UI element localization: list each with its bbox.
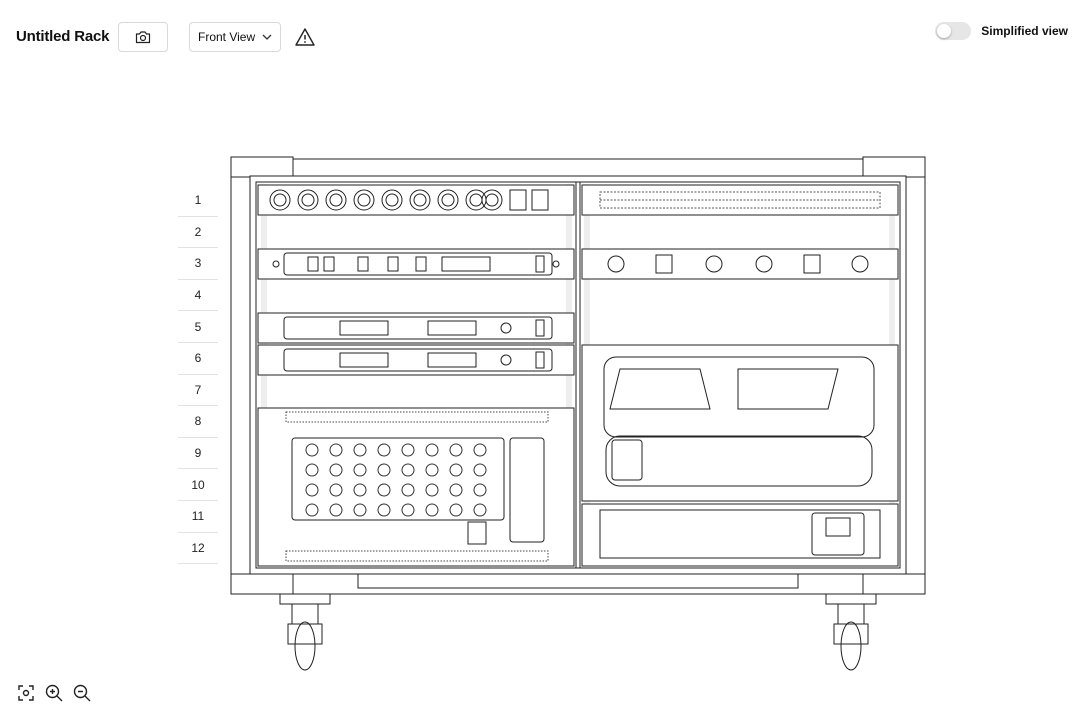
view-select-value: Front View: [198, 30, 256, 44]
rack-unit-label: 10: [178, 469, 218, 501]
warning-triangle-icon[interactable]: [295, 27, 315, 47]
rack-unit-label: 1: [178, 185, 218, 217]
device-connector-panel[interactable]: [581, 248, 899, 280]
rack-unit-label: 7: [178, 375, 218, 407]
rack-unit-label: 3: [178, 248, 218, 280]
camera-button[interactable]: [118, 22, 168, 52]
device-dual-receiver-1[interactable]: [257, 312, 575, 344]
device-ups[interactable]: [581, 503, 899, 567]
zoom-in-button[interactable]: [44, 683, 64, 703]
caster-right: [825, 593, 877, 671]
rack-unit-label: 11: [178, 501, 218, 533]
caster-left: [279, 593, 331, 671]
rack-unit-label: 2: [178, 217, 218, 249]
device-vent-panel[interactable]: [581, 184, 899, 216]
device-receiver[interactable]: [257, 248, 575, 280]
rack-unit-label: 4: [178, 280, 218, 312]
simplified-view-toggle[interactable]: [935, 22, 972, 40]
zoom-fit-button[interactable]: [16, 683, 36, 703]
zoom-fit-icon: [18, 685, 34, 701]
rack-title: Untitled Rack: [16, 28, 110, 45]
camera-icon: [135, 31, 151, 44]
chevron-down-icon: [262, 34, 272, 40]
rack-canvas[interactable]: [228, 154, 928, 676]
zoom-controls: [16, 683, 92, 703]
zoom-out-icon: [73, 684, 91, 702]
device-stage-box[interactable]: [257, 407, 575, 567]
rack-unit-label: 5: [178, 311, 218, 343]
view-select[interactable]: Front View: [189, 22, 281, 52]
device-power-strip[interactable]: [257, 184, 575, 216]
rack-unit-label: 12: [178, 533, 218, 565]
rack-unit-label: 9: [178, 438, 218, 470]
simplified-view-label: Simplified view: [981, 24, 1068, 38]
zoom-out-button[interactable]: [72, 683, 92, 703]
simplified-view-control[interactable]: Simplified view: [935, 22, 1068, 40]
device-dual-receiver-2[interactable]: [257, 344, 575, 376]
device-power-amplifier[interactable]: [581, 344, 899, 502]
rack-unit-labels: 1 2 3 4 5 6 7 8 9 10 11 12: [178, 185, 218, 565]
zoom-in-icon: [45, 684, 63, 702]
rack-unit-label: 6: [178, 343, 218, 375]
rack-unit-label: 8: [178, 406, 218, 438]
